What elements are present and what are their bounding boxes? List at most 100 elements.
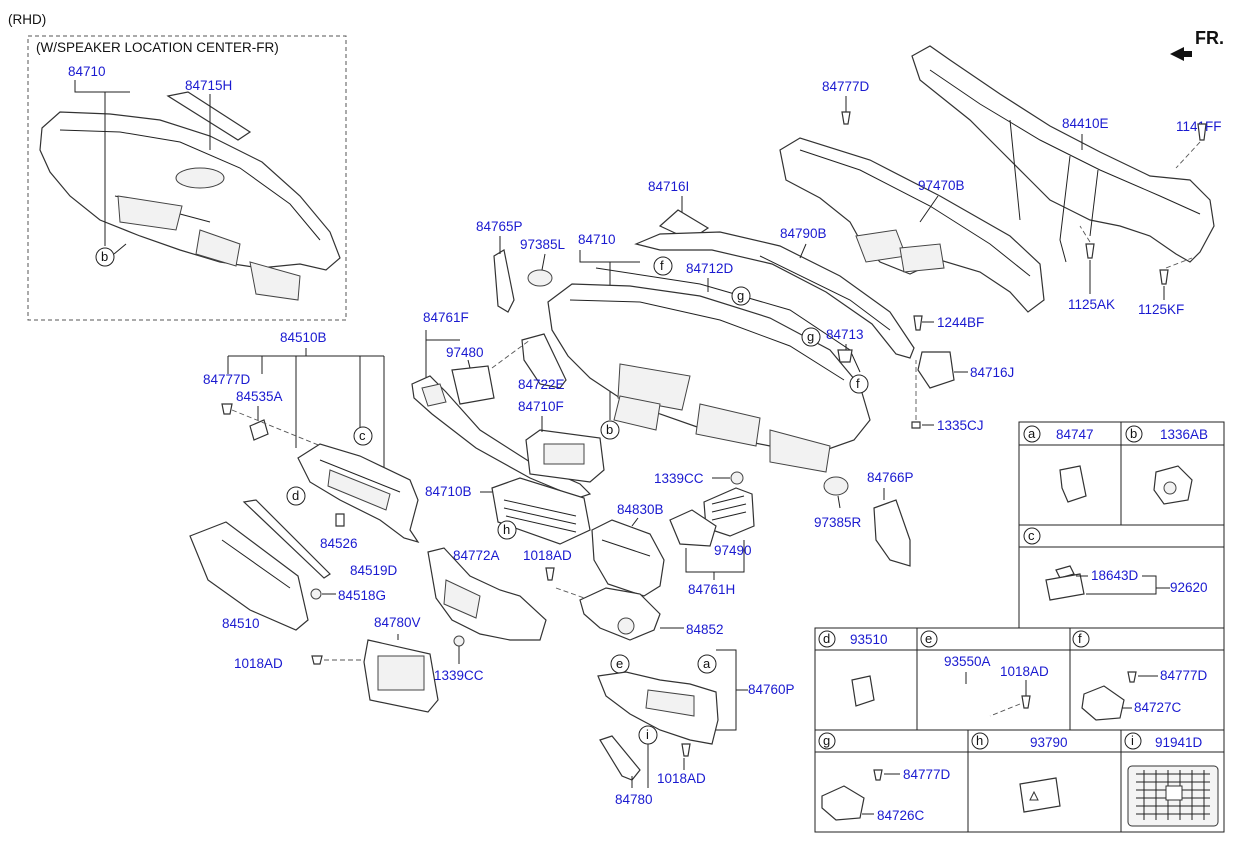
- legend-f-part-2: 84727C: [1134, 700, 1182, 715]
- label-84852: 84852: [686, 622, 724, 637]
- legend-a-letter: a: [1028, 426, 1036, 441]
- legend-a-circle: [1023, 425, 1041, 443]
- left-bezel-drawing: [411, 375, 592, 499]
- front-arrow-icon: [1170, 47, 1192, 61]
- legend-g-letter: g: [823, 733, 830, 748]
- label-84772A: 84772A: [453, 548, 500, 563]
- callout-f-2-letter: f: [856, 376, 860, 391]
- label-97490: 97490: [714, 543, 752, 558]
- legend-i-part: 91941D: [1155, 735, 1203, 750]
- label-84410E: 84410E: [1062, 116, 1109, 131]
- legend-f-letter: f: [1078, 631, 1082, 646]
- label-84761H: 84761H: [688, 582, 735, 597]
- label-84760P: 84760P: [748, 682, 795, 697]
- label-84710F: 84710F: [518, 399, 564, 414]
- legend-e-icon: [1021, 695, 1031, 709]
- label-84712D: 84712D: [686, 261, 734, 276]
- legend-f-circle: [1072, 630, 1090, 648]
- label-84535A: 84535A: [236, 389, 283, 404]
- callout-c-1: [353, 426, 373, 446]
- bracket-84772A-drawing: [427, 547, 547, 641]
- legend-a-part: 84747: [1056, 427, 1094, 442]
- steering-frame-drawing: [911, 45, 1215, 263]
- label-84519D: 84519D: [350, 563, 398, 578]
- bracket-84722E: [521, 333, 567, 389]
- right-bezel: [669, 509, 717, 547]
- callout-i-1-letter: i: [646, 727, 649, 742]
- main-dashboard-drawing: [547, 267, 871, 473]
- inset-title: (W/SPEAKER LOCATION CENTER-FR): [36, 40, 279, 55]
- label-1125KF: 1125KF: [1138, 302, 1184, 317]
- legend-e-part-2: 1018AD: [1000, 664, 1049, 679]
- glove-box-housing-drawing: [297, 443, 420, 544]
- legend-h-part: 93790: [1030, 735, 1068, 750]
- label-97385R: 97385R: [814, 515, 862, 530]
- label-84526: 84526: [320, 536, 358, 551]
- callout-f-1: [653, 256, 673, 276]
- label-1018AD-bot: 1018AD: [657, 771, 706, 786]
- label-84518G: 84518G: [338, 588, 386, 603]
- callout-a-1: [697, 654, 717, 674]
- legend-g-part-1: 84777D: [903, 767, 951, 782]
- label-84710B: 84710B: [425, 484, 472, 499]
- legend-b-circle: [1125, 425, 1143, 443]
- legend-f-icon: [1081, 685, 1125, 721]
- center-vent-bezel-drawing: [491, 477, 591, 545]
- legend-g-circle: [818, 732, 836, 750]
- callout-b-main: [600, 420, 620, 440]
- label-84722E: 84722E: [518, 377, 565, 392]
- hazard-switch-icon: [1019, 777, 1061, 813]
- label-84777D-top: 84777D: [822, 79, 870, 94]
- label-97480: 97480: [446, 345, 484, 360]
- callout-a-1-letter: a: [703, 656, 711, 671]
- callout-g-1-letter: g: [737, 288, 744, 303]
- variant-label: (RHD): [8, 12, 46, 27]
- callout-f-1-letter: f: [660, 258, 664, 273]
- label-97385L: 97385L: [520, 237, 566, 252]
- vent-left: [451, 365, 495, 405]
- callout-b-inset: [95, 247, 115, 267]
- grille-pad-icon: [1127, 765, 1219, 827]
- glove-box-strip: [242, 499, 331, 579]
- trim-84780: [599, 735, 641, 781]
- label-84710-inset: 84710: [68, 64, 106, 79]
- callout-c-1-letter: c: [359, 428, 366, 443]
- label-84766P: 84766P: [867, 470, 914, 485]
- callout-f-2: [849, 374, 869, 394]
- legend-d-letter: d: [823, 631, 830, 646]
- column-shroud-drawing: [579, 587, 661, 641]
- lower-crash-pad-drawing: [597, 671, 719, 745]
- label-84716I: 84716I: [648, 179, 689, 194]
- callout-g-2-letter: g: [807, 329, 814, 344]
- legend-a-icon: [1059, 465, 1087, 503]
- legend-i-circle: [1124, 732, 1142, 750]
- label-84510B: 84510B: [280, 330, 327, 345]
- label-84790B: 84790B: [780, 226, 827, 241]
- legend-i-letter: i: [1131, 733, 1134, 748]
- label-84710: 84710: [578, 232, 616, 247]
- label-1125AK: 1125AK: [1068, 297, 1115, 312]
- lower-panel-84780V-drawing: [363, 639, 439, 713]
- inset-dashboard-drawing: [39, 91, 341, 301]
- defroster-grille-drawing: [634, 231, 915, 359]
- legend-h-circle: [971, 732, 989, 750]
- label-84715H: 84715H: [185, 78, 232, 93]
- legend-d-part: 93510: [850, 632, 888, 647]
- legend-e-letter: e: [925, 631, 932, 646]
- label-84510: 84510: [222, 616, 260, 631]
- label-1018AD-left: 1018AD: [234, 656, 283, 671]
- air-duct-drawing: [779, 137, 1045, 313]
- glove-box-door-drawing: [189, 521, 309, 631]
- label-84716J: 84716J: [970, 365, 1014, 380]
- legend-c-part-1: 18643D: [1091, 568, 1139, 583]
- label-84830B: 84830B: [617, 502, 664, 517]
- legend-d-icon: [851, 675, 875, 707]
- legend-b-part: 1336AB: [1160, 427, 1208, 442]
- callout-h-1-letter: h: [503, 522, 510, 537]
- legend-c-icon: [1045, 573, 1085, 601]
- callout-g-1: [731, 286, 751, 306]
- label-84765P: 84765P: [476, 219, 523, 234]
- callout-b-main-letter: b: [606, 422, 613, 437]
- legend-c-circle: [1023, 527, 1041, 545]
- label-84780: 84780: [615, 792, 653, 807]
